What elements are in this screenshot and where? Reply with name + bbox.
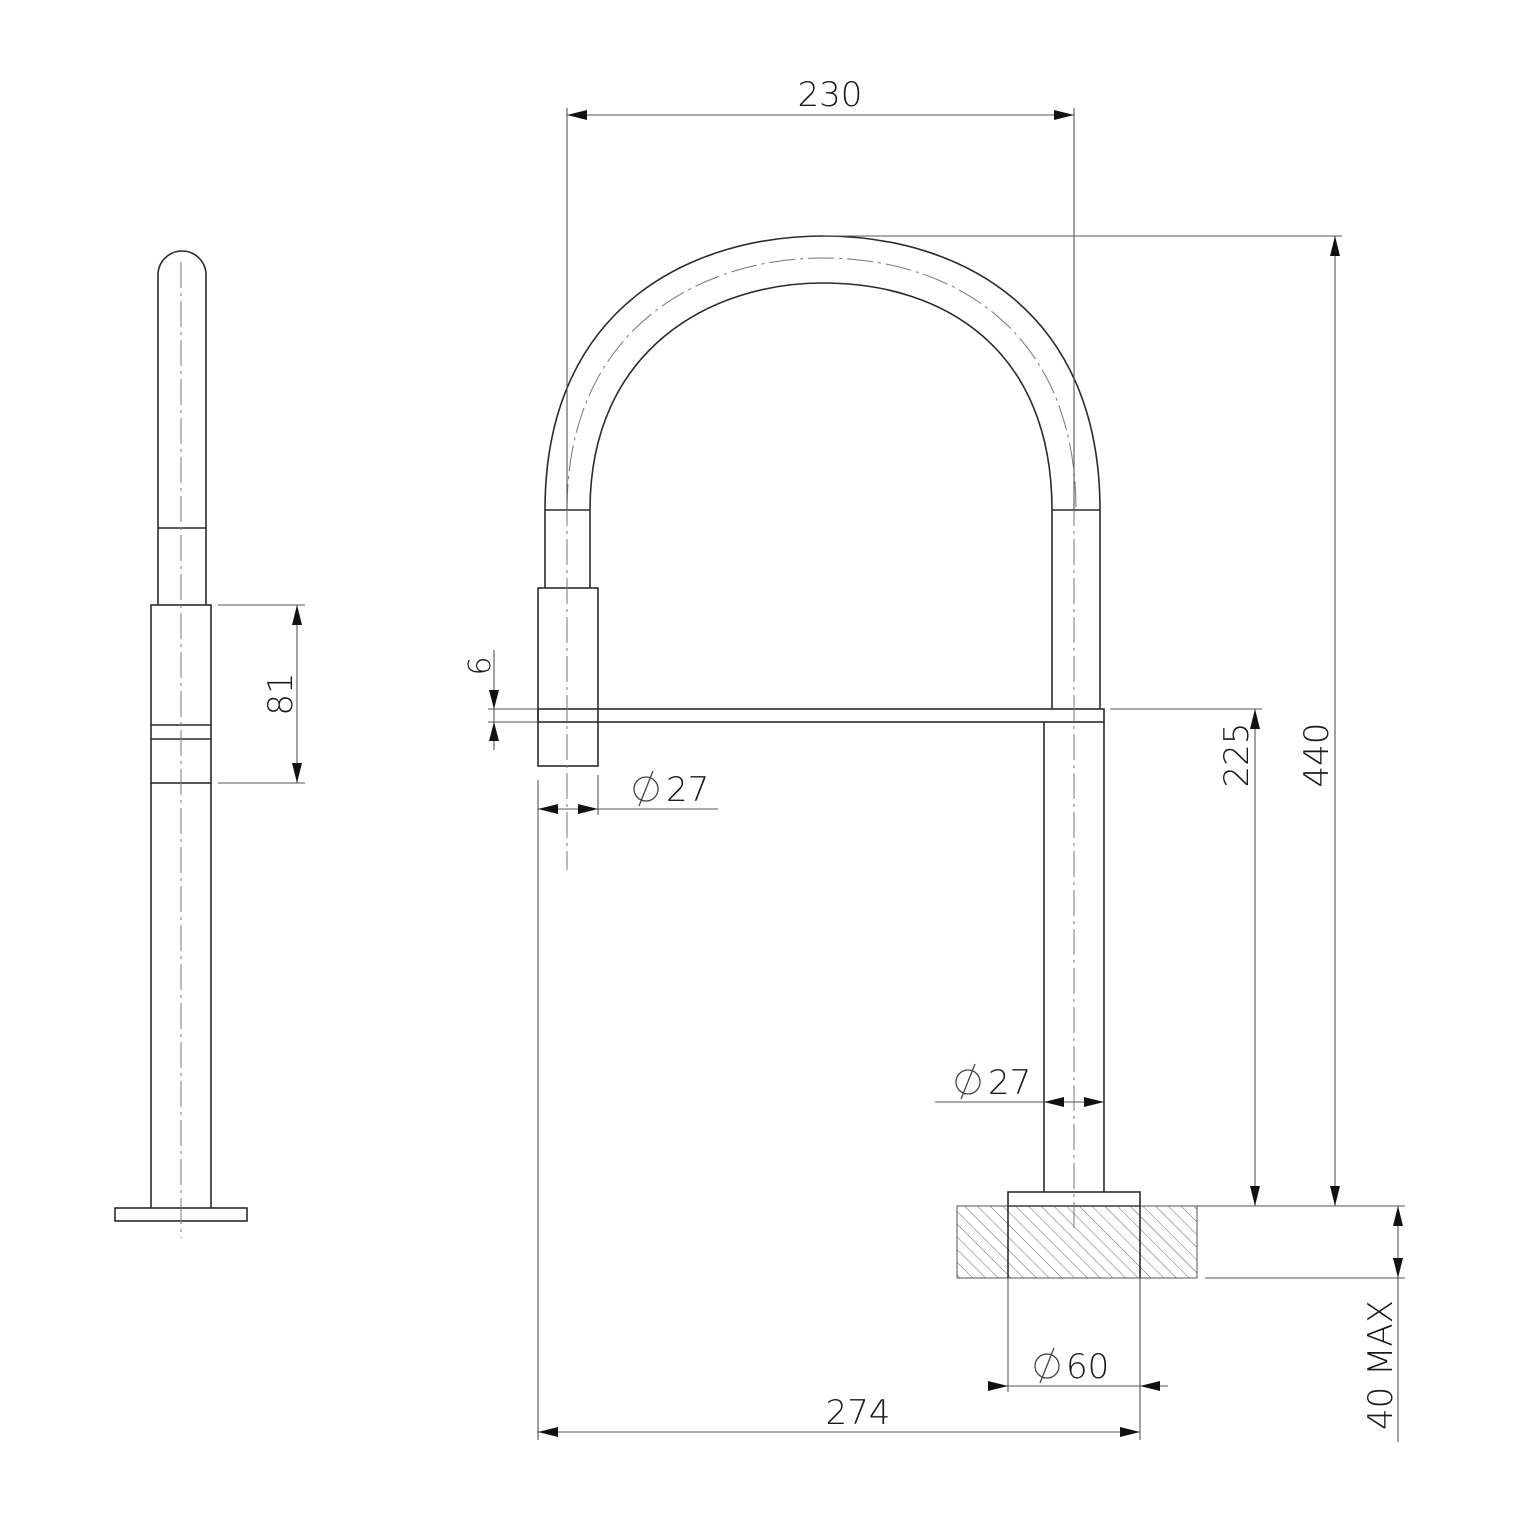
diameter-icon: [633, 770, 659, 807]
dim-6-label: 6: [463, 656, 498, 675]
dim-40max-label: 40 MAX: [1361, 1300, 1401, 1430]
front-view: 230 440 225 40 MAX 6: [463, 75, 1405, 1442]
diameter-icon: [1034, 1347, 1060, 1384]
dim-225-label: 225: [1217, 723, 1257, 788]
side-view: 81: [114, 250, 305, 1238]
bench-section: [956, 1205, 1198, 1279]
side-upper-tube: [157, 250, 207, 528]
dim-230-label: 230: [798, 75, 863, 115]
horizontal-bar: [537, 708, 1105, 723]
spout-arch-outer: [544, 235, 1101, 511]
diameter-icon: [955, 1063, 981, 1100]
dim-81-label: 81: [261, 672, 301, 715]
dim-274-label: 274: [826, 1393, 891, 1433]
dim-base-diameter-label: 60: [1066, 1347, 1109, 1387]
dim-spray-diameter-label: 27: [666, 770, 709, 810]
spout-arch-inner: [589, 282, 1053, 511]
dim-440-label: 440: [1297, 723, 1337, 788]
pull-out-spray-head: [537, 587, 599, 767]
dim-body-diameter-label: 27: [988, 1063, 1031, 1103]
